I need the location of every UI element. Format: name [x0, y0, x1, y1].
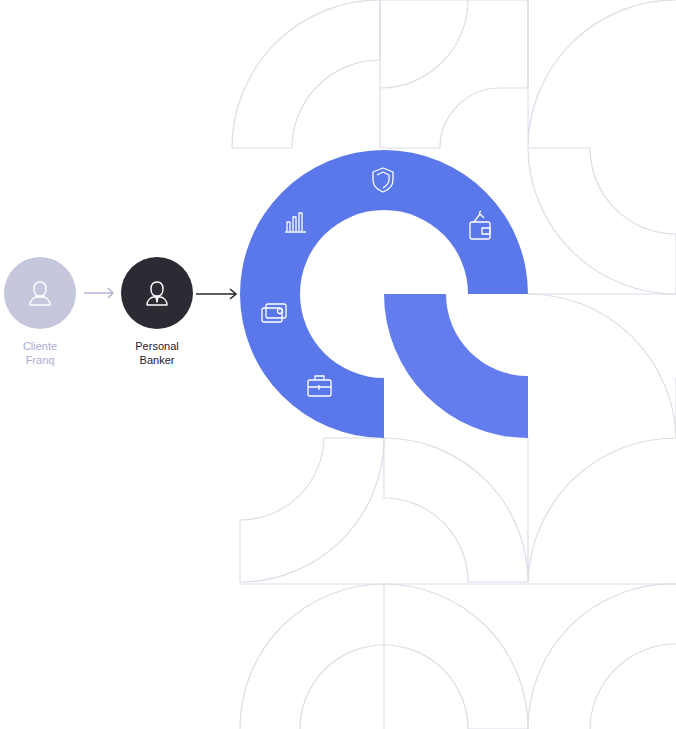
arrow-line — [84, 288, 113, 298]
person-icon — [25, 278, 55, 308]
pattern-arcs — [232, 0, 676, 729]
person-node: Cliente Franq — [2, 257, 78, 367]
person-icon — [142, 278, 172, 308]
person-circle — [121, 257, 193, 329]
flow-arrow — [84, 288, 113, 298]
person-circle — [4, 257, 76, 329]
arrow-to-logo — [196, 289, 236, 299]
service-icons — [262, 168, 490, 396]
person-node: Personal Banker — [119, 257, 195, 367]
node-label: Cliente Franq — [9, 339, 71, 367]
node-label: Personal Banker — [126, 339, 188, 367]
q-logo-ring — [240, 150, 528, 438]
q-logo-tail — [384, 294, 528, 438]
